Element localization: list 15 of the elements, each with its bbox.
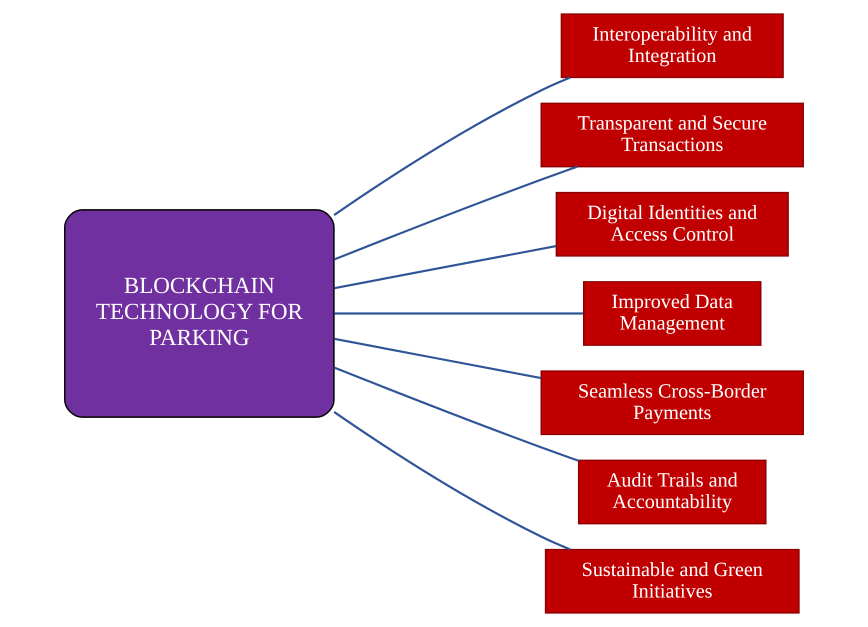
connector: [333, 76, 570, 216]
connector: [334, 166, 578, 261]
node-box: Digital Identities and Access Control: [556, 192, 789, 257]
node-box: BLOCKCHAIN TECHNOLOGY FOR PARKING: [64, 209, 335, 418]
connector: [334, 244, 556, 290]
node-box: Audit Trails and Accountability: [578, 460, 767, 524]
connector: [333, 411, 570, 550]
node-box: Transparent and Secure Transactions: [540, 102, 804, 168]
node-box: Improved Data Management: [583, 281, 762, 346]
connector: [334, 312, 584, 315]
connector: [334, 338, 542, 380]
connector: [334, 366, 579, 462]
node-box: Seamless Cross-Border Payments: [540, 370, 804, 436]
node-box: Interoperability and Integration: [560, 13, 784, 78]
node-box: Sustainable and Green Initiatives: [544, 548, 800, 614]
